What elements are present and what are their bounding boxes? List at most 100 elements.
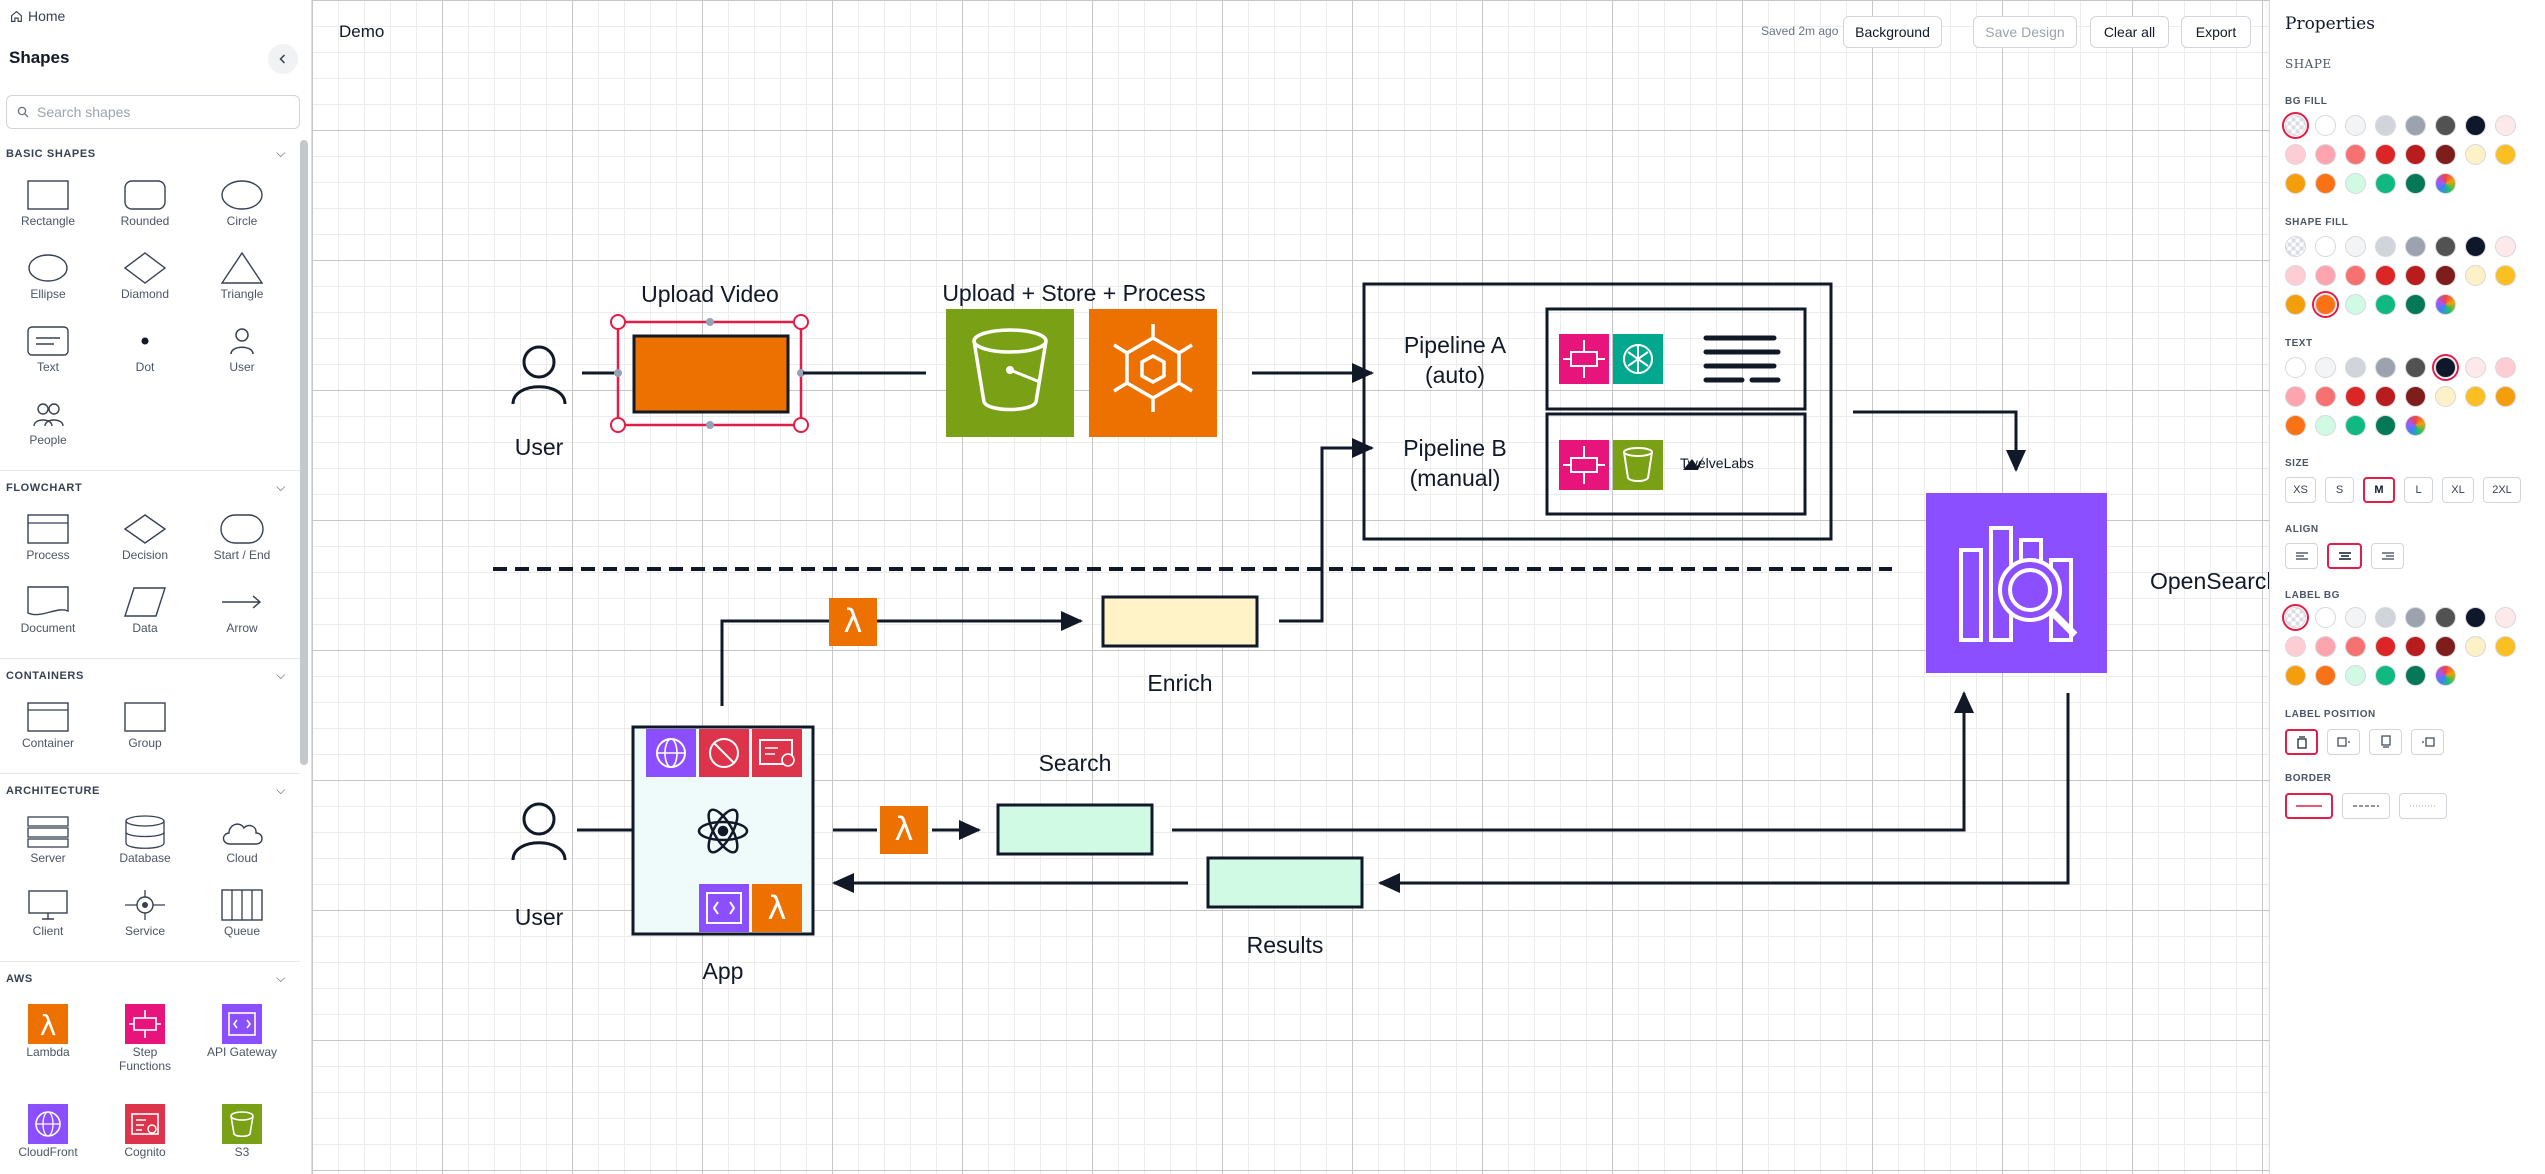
- swatch-color[interactable]: [2495, 386, 2516, 407]
- swatch-color[interactable]: [2315, 386, 2336, 407]
- swatch-color[interactable]: [2345, 386, 2366, 407]
- swatch-color[interactable]: [2435, 386, 2456, 407]
- size-m-button[interactable]: M: [2363, 477, 2395, 503]
- swatch-color[interactable]: [2375, 357, 2396, 378]
- border-dashed-button[interactable]: [2342, 793, 2390, 819]
- shape-cloudfront[interactable]: CloudFront: [0, 1103, 96, 1173]
- shape-dot[interactable]: Dot: [97, 322, 193, 374]
- swatch-color[interactable]: [2285, 144, 2306, 165]
- shape-s3[interactable]: S3: [194, 1103, 290, 1173]
- swatch-color[interactable]: [2345, 236, 2366, 257]
- connector-arrow[interactable]: [1172, 691, 1974, 832]
- swatch-color[interactable]: [2345, 265, 2366, 286]
- swatch-color[interactable]: [2495, 636, 2516, 657]
- connector-arrow[interactable]: [1279, 438, 1374, 623]
- swatch-color[interactable]: [2465, 607, 2486, 628]
- save-design-button[interactable]: Save Design: [1973, 16, 2077, 48]
- shape-queue[interactable]: Queue: [194, 886, 290, 938]
- connector-arrow[interactable]: [1378, 693, 2070, 893]
- label-position-right-button[interactable]: [2327, 729, 2360, 755]
- swatch-color[interactable]: [2375, 386, 2396, 407]
- swatch-color[interactable]: [2285, 636, 2306, 657]
- shape-lambda[interactable]: λ Lambda: [0, 1003, 96, 1083]
- swatch-color[interactable]: [2345, 144, 2366, 165]
- swatch-color[interactable]: [2375, 144, 2396, 165]
- swatch-color[interactable]: [2312, 291, 2339, 318]
- swatch-color[interactable]: [2405, 115, 2426, 136]
- shape-server[interactable]: Server: [0, 813, 96, 865]
- shape-rectangle[interactable]: Rectangle: [0, 176, 96, 228]
- clear-all-button[interactable]: Clear all: [2090, 16, 2169, 48]
- shape-cloud[interactable]: Cloud: [194, 813, 290, 865]
- connection-handles[interactable]: [614, 318, 805, 429]
- swatch-color[interactable]: [2495, 357, 2516, 378]
- selection-handles[interactable]: [610, 314, 809, 433]
- swatch-color[interactable]: [2375, 115, 2396, 136]
- connector-arrow[interactable]: [720, 611, 1083, 706]
- swatch-color[interactable]: [2465, 386, 2486, 407]
- shape-triangle[interactable]: Triangle: [194, 249, 290, 301]
- swatch-color[interactable]: [2375, 236, 2396, 257]
- section-containers[interactable]: CONTAINERS ⌵: [6, 668, 286, 683]
- shape-service[interactable]: Service: [97, 886, 193, 938]
- section-architecture[interactable]: ARCHITECTURE ⌵: [6, 783, 286, 798]
- search-shapes-field[interactable]: [6, 95, 300, 129]
- shape-start-end[interactable]: Start / End: [194, 510, 290, 562]
- swatch-color[interactable]: [2495, 607, 2516, 628]
- swatch-color[interactable]: [2405, 294, 2426, 315]
- size-xs-button[interactable]: XS: [2285, 477, 2316, 503]
- swatch-color[interactable]: [2315, 636, 2336, 657]
- shape-api-gateway[interactable]: API Gateway: [194, 1003, 290, 1083]
- user-node-top[interactable]: [511, 345, 567, 405]
- shape-data[interactable]: Data: [97, 583, 193, 635]
- shape-text[interactable]: Text: [0, 322, 96, 374]
- swatch-color[interactable]: [2345, 665, 2366, 686]
- swatch-color[interactable]: [2375, 294, 2396, 315]
- search-box[interactable]: [996, 803, 1154, 856]
- swatch-color[interactable]: [2345, 115, 2366, 136]
- swatch-color[interactable]: [2435, 115, 2456, 136]
- align-left-button[interactable]: [2285, 543, 2318, 569]
- user-node-bottom[interactable]: [511, 802, 567, 861]
- opensearch-node[interactable]: [1926, 493, 2107, 673]
- shape-user[interactable]: User: [194, 322, 290, 374]
- swatch-color[interactable]: [2465, 357, 2486, 378]
- swatch-color[interactable]: [2315, 173, 2336, 194]
- search-shapes-input[interactable]: [37, 104, 287, 120]
- swatch-color[interactable]: [2345, 357, 2366, 378]
- swatch-transparent[interactable]: [2282, 112, 2309, 139]
- s3-node[interactable]: [946, 309, 1074, 437]
- swatch-color[interactable]: [2405, 386, 2426, 407]
- size-xl-button[interactable]: XL: [2442, 477, 2474, 503]
- swatch-color[interactable]: [2435, 607, 2456, 628]
- label-position-left-button[interactable]: [2411, 729, 2444, 755]
- swatch-custom-color-icon[interactable]: [2435, 294, 2456, 315]
- shape-container[interactable]: Container: [0, 698, 96, 750]
- swatch-color[interactable]: [2285, 386, 2306, 407]
- swatch-custom-color-icon[interactable]: [2405, 415, 2426, 436]
- diagram-canvas[interactable]: Demo Saved 2m ago Background Save Design…: [312, 0, 2269, 1174]
- shape-client[interactable]: Client: [0, 886, 96, 938]
- swatch-color[interactable]: [2405, 357, 2426, 378]
- swatch-color[interactable]: [2315, 115, 2336, 136]
- swatch-color[interactable]: [2435, 144, 2456, 165]
- swatch-color[interactable]: [2495, 144, 2516, 165]
- size-2xl-button[interactable]: 2XL: [2483, 477, 2521, 503]
- shape-circle[interactable]: Circle: [194, 176, 290, 228]
- swatch-color[interactable]: [2405, 636, 2426, 657]
- section-basic-shapes[interactable]: BASIC SHAPES ⌵: [6, 146, 286, 161]
- swatch-color[interactable]: [2285, 665, 2306, 686]
- swatch-color[interactable]: [2285, 357, 2306, 378]
- shape-diamond[interactable]: Diamond: [97, 249, 193, 301]
- border-solid-button[interactable]: [2285, 793, 2333, 819]
- swatch-color[interactable]: [2435, 636, 2456, 657]
- swatch-color[interactable]: [2315, 144, 2336, 165]
- collapse-sidebar-button[interactable]: [268, 44, 298, 74]
- swatch-color[interactable]: [2495, 236, 2516, 257]
- swatch-color[interactable]: [2375, 265, 2396, 286]
- swatch-color[interactable]: [2285, 415, 2306, 436]
- shape-cognito[interactable]: Cognito: [97, 1103, 193, 1173]
- swatch-color[interactable]: [2345, 415, 2366, 436]
- section-aws[interactable]: AWS ⌵: [6, 971, 286, 986]
- swatch-color[interactable]: [2315, 607, 2336, 628]
